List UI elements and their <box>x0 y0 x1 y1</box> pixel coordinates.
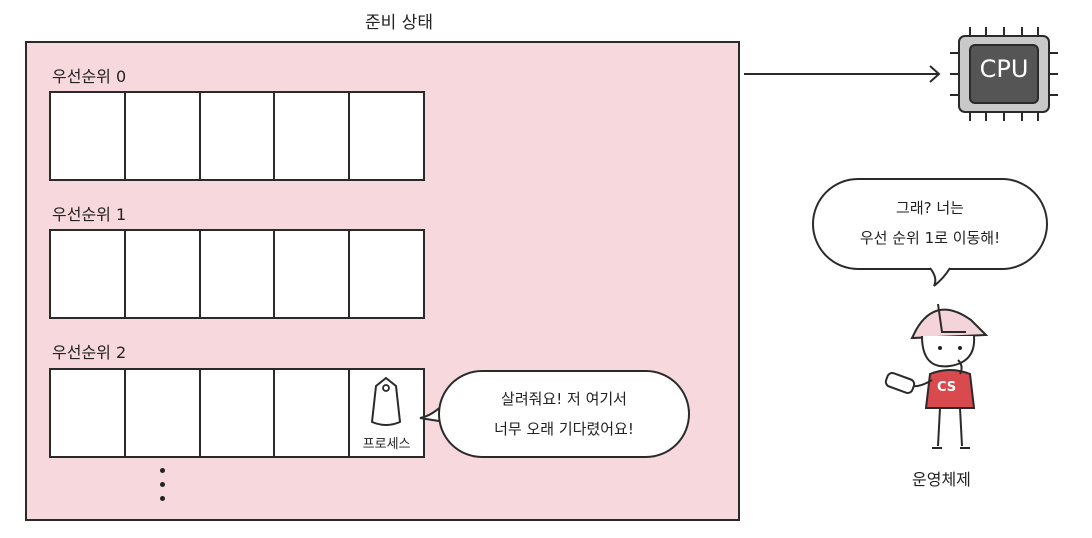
dispatch-arrow <box>744 65 941 83</box>
queue-slot <box>200 370 276 456</box>
cpu-label: CPU <box>979 55 1029 83</box>
os-speech-bubble: 그래? 너는 우선 순위 1로 이동해! <box>812 178 1048 270</box>
process-bubble-line1: 살려줘요! 저 여기서 <box>501 390 627 408</box>
queue-slot <box>51 370 126 456</box>
process-speech-bubble: 살려줘요! 저 여기서 너무 오래 기다렸어요! <box>438 370 690 458</box>
priority-2-queue: 프로세스 <box>49 368 425 458</box>
os-bubble-tail <box>929 267 951 287</box>
more-queues-ellipsis <box>160 468 165 501</box>
queue-slot <box>125 370 201 456</box>
os-character-icon <box>884 303 989 449</box>
ready-state-title: 준비 상태 <box>365 13 433 33</box>
queue-slot <box>200 231 276 317</box>
queue-slot <box>51 93 126 179</box>
queue-slot <box>350 93 423 179</box>
process-bubble-line2: 너무 오래 기다렸어요! <box>494 420 634 438</box>
tag-icon <box>371 377 402 426</box>
queue-slot <box>51 231 126 317</box>
os-bubble-line1: 그래? 너는 <box>896 199 964 217</box>
cpu-chip: CPU <box>948 25 1060 123</box>
queue-slot <box>200 93 276 179</box>
process-slot: 프로세스 <box>350 370 423 456</box>
os-badge: CS <box>937 380 957 395</box>
priority-1-queue <box>49 229 425 319</box>
priority-0-queue <box>49 91 425 181</box>
process-label: 프로세스 <box>362 437 411 452</box>
queue-slot <box>125 93 201 179</box>
priority-1-label: 우선순위 1 <box>52 205 127 224</box>
os-caption: 운영체제 <box>912 470 971 489</box>
cpu-icon <box>950 27 1058 121</box>
queue-slot <box>350 231 423 317</box>
os-bubble-line2: 우선 순위 1로 이동해! <box>859 229 1001 247</box>
queue-slot <box>275 370 351 456</box>
queue-slot <box>275 93 351 179</box>
priority-0-label: 우선순위 0 <box>52 67 127 86</box>
queue-slot <box>125 231 201 317</box>
queue-slot <box>275 231 351 317</box>
priority-2-label: 우선순위 2 <box>52 343 127 362</box>
